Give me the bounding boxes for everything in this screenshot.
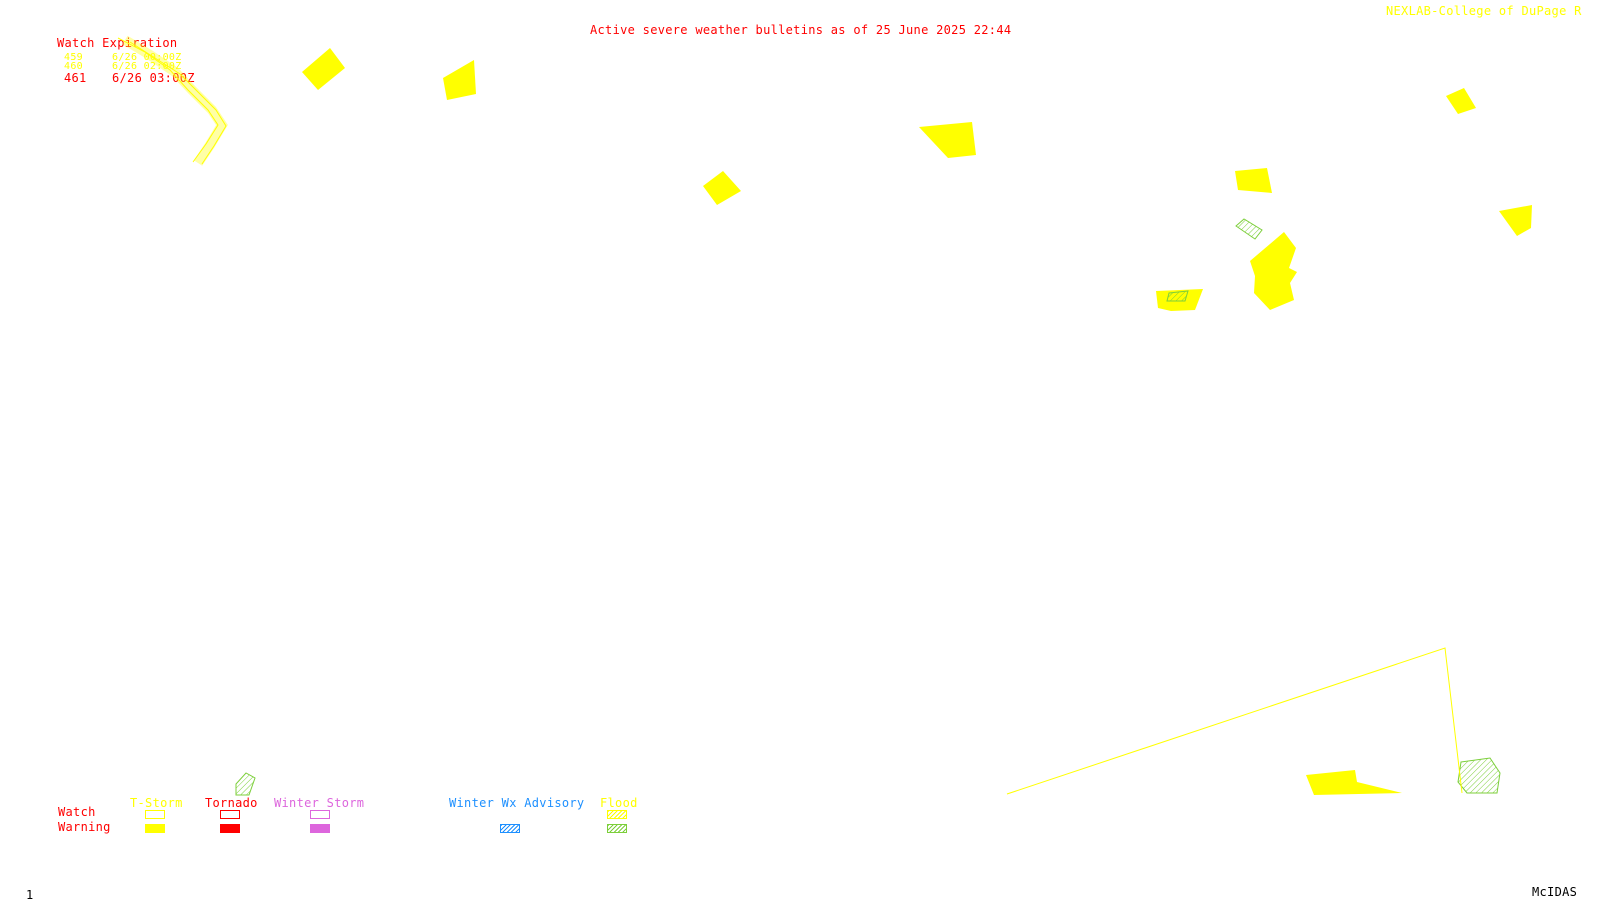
tstorm-warning-polygon: [1250, 232, 1297, 310]
flood-warning-polygon: [235, 772, 256, 796]
legend-swatch-tornado-warning: [220, 824, 240, 833]
tstorm-warning-polygon: [1499, 205, 1532, 236]
legend-label-tstorm: T-Storm: [130, 796, 183, 810]
tstorm-warning-polygon: [1235, 168, 1272, 193]
watch-time: 6/26 02:00Z: [112, 61, 182, 72]
legend-swatch-tstorm-warning: [145, 824, 165, 833]
flood-warning-polygon: [1166, 290, 1189, 302]
flood-warning-polygon: [1457, 757, 1501, 794]
legend-row-label-watch: Watch: [58, 805, 96, 819]
flood-watch-area: [117, 35, 228, 166]
flood-warning-polygon: [1235, 218, 1263, 240]
tstorm-warning-polygon: [1306, 770, 1402, 795]
watch-number: 460: [64, 61, 83, 72]
legend-label-tornado: Tornado: [205, 796, 258, 810]
tstorm-warning-polygon: [1446, 88, 1476, 114]
watch-number: 461: [64, 71, 87, 85]
legend-swatch-flood-watch: [607, 810, 627, 819]
frame-number: 1: [26, 888, 34, 902]
tstorm-warning-polygon: [443, 60, 476, 100]
tstorm-warning-polygon: [919, 122, 976, 158]
watch-number: 459: [64, 52, 83, 63]
legend-swatch-winter-storm-watch: [310, 810, 330, 819]
legend-label-winter-storm: Winter Storm: [274, 796, 365, 810]
tstorm-warning-polygon: [302, 48, 345, 90]
watch-time: 6/26 00:00Z: [112, 52, 182, 63]
legend-swatch-tornado-watch: [220, 810, 240, 819]
software-label: McIDAS: [1532, 885, 1578, 899]
legend-label-winter-wx-advisory: Winter Wx Advisory: [449, 796, 585, 810]
legend-swatch-winter-storm-warning: [310, 824, 330, 833]
bulletin-title: Active severe weather bulletins as of 25…: [590, 23, 1012, 37]
watch-time: 6/26 03:00Z: [112, 71, 195, 85]
legend-row-label-warning: Warning: [58, 820, 111, 834]
legend-swatch-flood-warning: [607, 824, 627, 833]
legend-swatch-tstorm-watch: [145, 810, 165, 819]
legend-swatch-winter-wx-advisory: [500, 824, 520, 833]
credit-text: NEXLAB-College of DuPage R: [1386, 4, 1582, 18]
tstorm-watch-outline: [1006, 647, 1463, 795]
tstorm-warning-polygon: [703, 171, 741, 205]
legend-label-flood: Flood: [600, 796, 638, 810]
